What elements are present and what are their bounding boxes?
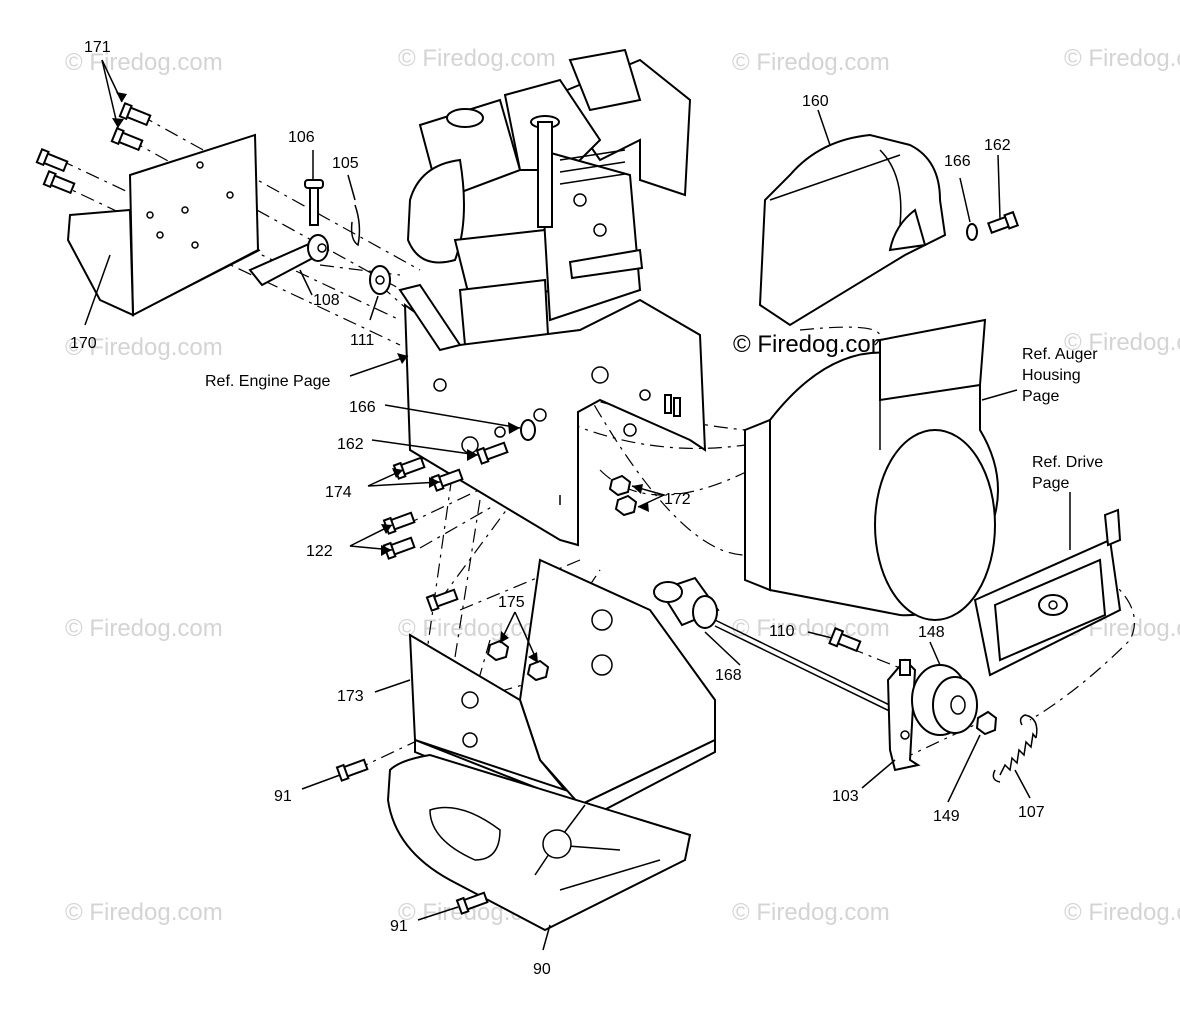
pulley-148 bbox=[911, 664, 978, 736]
label-ref-engine-page: Ref. Engine Page bbox=[205, 373, 331, 390]
watermark: © Firedog.com bbox=[732, 49, 890, 76]
label-111: 111 bbox=[350, 332, 374, 349]
engine-frame bbox=[398, 283, 707, 547]
label-166-cover: 166 bbox=[944, 153, 971, 170]
label-110: 110 bbox=[769, 623, 795, 640]
label-174: 174 bbox=[325, 484, 352, 501]
label-173: 173 bbox=[337, 688, 364, 705]
watermark: © Firedog.com bbox=[65, 334, 223, 361]
label-175: 175 bbox=[498, 594, 525, 611]
watermark: © Firedog.com bbox=[1064, 899, 1180, 926]
bracket-103 bbox=[886, 658, 921, 772]
label-168: 168 bbox=[715, 667, 742, 684]
label-103: 103 bbox=[832, 788, 859, 805]
watermark-layer: © Firedog.com © Firedog.com © Firedog.co… bbox=[65, 45, 1180, 926]
nuts-175 bbox=[486, 639, 550, 682]
bushing-108 bbox=[248, 234, 330, 287]
label-ref-auger-2: Housing bbox=[1022, 367, 1081, 384]
label-ref-auger-1: Ref. Auger bbox=[1022, 346, 1098, 363]
screw-162-frame bbox=[475, 441, 509, 465]
label-148: 148 bbox=[918, 624, 945, 641]
base-plate-90 bbox=[386, 753, 692, 932]
part-labels: 171 106 105 108 111 170 160 166 162 Ref.… bbox=[70, 39, 1103, 978]
roller-168 bbox=[653, 576, 720, 629]
label-91-lower: 91 bbox=[390, 918, 408, 935]
drive-bracket bbox=[973, 508, 1122, 677]
label-122: 122 bbox=[306, 543, 333, 560]
label-162-frame: 162 bbox=[337, 436, 364, 453]
label-ref-auger-3: Page bbox=[1022, 388, 1059, 405]
screw-91-upper bbox=[335, 758, 369, 782]
nut-149 bbox=[975, 710, 998, 736]
housing-173 bbox=[408, 558, 716, 822]
washer-166-frame bbox=[520, 419, 536, 441]
label-106: 106 bbox=[288, 129, 315, 146]
screw-110 bbox=[828, 627, 862, 653]
watermark: © Firedog.com bbox=[65, 899, 223, 926]
watermark: © Firedog.com bbox=[65, 615, 223, 642]
screws-122 bbox=[382, 511, 459, 612]
label-ref-drive-2: Page bbox=[1032, 475, 1069, 492]
watermark: © Firedog.com bbox=[732, 615, 890, 642]
screw-162-cover bbox=[987, 210, 1020, 234]
watermark: © Firedog.com bbox=[1064, 329, 1180, 356]
watermark: © Firedog.com bbox=[398, 45, 556, 72]
label-90: 90 bbox=[533, 961, 551, 978]
shaft bbox=[714, 619, 911, 722]
label-107: 107 bbox=[1018, 804, 1045, 821]
screw-91-lower bbox=[455, 891, 489, 915]
arrowheads bbox=[112, 92, 649, 663]
engine bbox=[406, 48, 692, 347]
label-105: 105 bbox=[332, 155, 359, 172]
nuts-172 bbox=[608, 474, 638, 517]
watermark: © Firedog.com bbox=[65, 49, 223, 76]
clip-105 bbox=[350, 204, 361, 247]
watermark: © Firedog.com bbox=[732, 899, 890, 926]
label-160: 160 bbox=[802, 93, 829, 110]
spring-107 bbox=[992, 714, 1038, 783]
label-172: 172 bbox=[664, 491, 691, 508]
label-162-cover: 162 bbox=[984, 137, 1011, 154]
pin-106 bbox=[304, 179, 324, 226]
washer-111 bbox=[369, 265, 391, 295]
auger-housing bbox=[744, 318, 999, 621]
label-166-frame: 166 bbox=[349, 399, 376, 416]
label-91-upper: 91 bbox=[274, 788, 292, 805]
washer-166-cover bbox=[966, 223, 978, 241]
label-108: 108 bbox=[313, 292, 340, 309]
bracket-170 bbox=[66, 133, 261, 317]
label-149: 149 bbox=[933, 808, 960, 825]
label-ref-drive-1: Ref. Drive bbox=[1032, 454, 1103, 471]
label-171: 171 bbox=[84, 39, 111, 56]
screws-171 bbox=[35, 101, 152, 195]
watermark: © Firedog.com bbox=[1064, 45, 1180, 72]
cover-160 bbox=[758, 133, 947, 327]
label-170: 170 bbox=[70, 335, 97, 352]
